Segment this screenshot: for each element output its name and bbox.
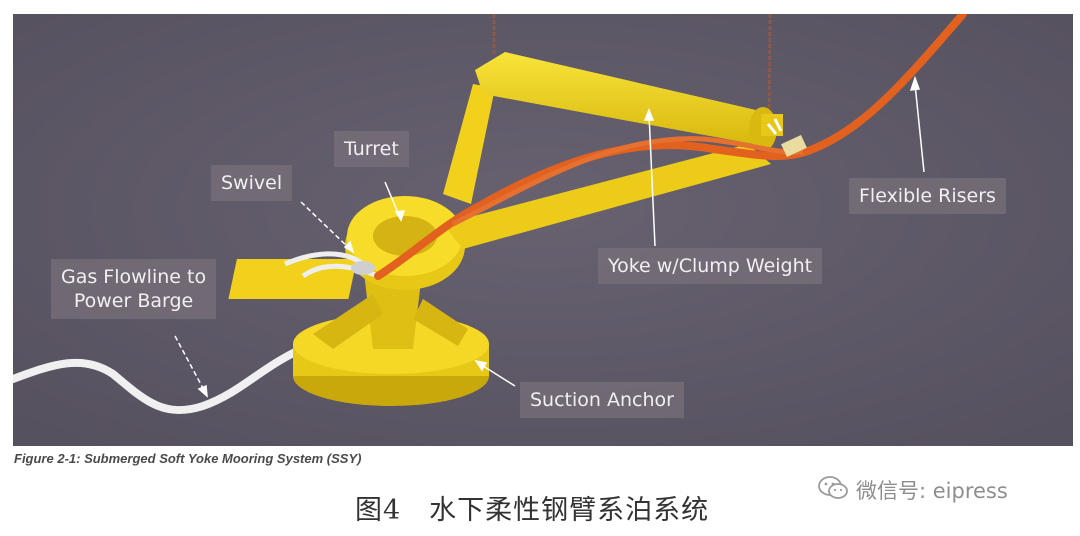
gas-flowline-label-line1: Gas Flowline to bbox=[61, 266, 207, 288]
label-swivel: Swivel bbox=[211, 165, 293, 201]
gas-flowline bbox=[13, 340, 317, 414]
label-yoke: Yoke w/Clump Weight bbox=[598, 248, 823, 284]
label-suction-anchor: Suction Anchor bbox=[520, 382, 684, 418]
yoke-label: Yoke w/Clump Weight bbox=[608, 255, 813, 277]
flexible-riser bbox=[374, 14, 967, 280]
label-turret: Turret bbox=[334, 131, 409, 167]
turret-label: Turret bbox=[344, 138, 399, 160]
diagram-illustration: Turret Swivel Gas Flowline to Power Barg… bbox=[13, 14, 1073, 446]
ssy-diagram bbox=[13, 14, 1073, 446]
swivel bbox=[284, 251, 379, 279]
gas-flowline-label-line2: Power Barge bbox=[73, 290, 194, 312]
watermark-text: 微信号: eipress bbox=[856, 479, 1008, 503]
leader-lines bbox=[174, 75, 925, 398]
watermark: 微信号: eipress bbox=[818, 475, 1008, 506]
figure-title: 图4 水下柔性钢臂系泊系统 bbox=[355, 495, 710, 526]
wechat-icon bbox=[818, 475, 848, 506]
suction-anchor-label: Suction Anchor bbox=[530, 389, 674, 411]
yoke bbox=[443, 52, 783, 249]
label-flexible-risers: Flexible Risers bbox=[849, 178, 1006, 214]
mooring-chain bbox=[492, 14, 772, 127]
label-gas-flowline: Gas Flowline to Power Barge bbox=[51, 259, 217, 319]
figure-caption: Figure 2-1: Submerged Soft Yoke Mooring … bbox=[14, 451, 362, 466]
swivel-label: Swivel bbox=[221, 172, 283, 194]
flexible-risers-label: Flexible Risers bbox=[859, 185, 996, 207]
